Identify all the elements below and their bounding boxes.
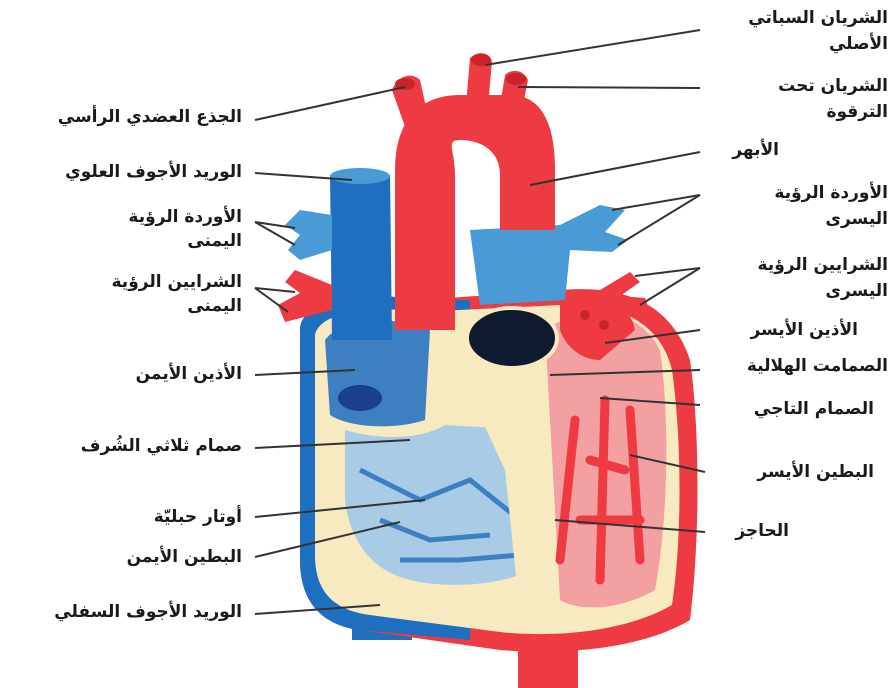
label-right-pulmonary-arteries-line1: الشرايين الرؤية bbox=[112, 270, 243, 294]
leader-left-brachiocephalic bbox=[255, 87, 405, 120]
label-left-subclavian-line1: الشريان تحت bbox=[778, 74, 888, 98]
leader-right-subclavian bbox=[518, 87, 700, 88]
label-left-subclavian-line2: الترقوة bbox=[826, 100, 888, 124]
label-left-pulmonary-veins-line2: اليسرى bbox=[825, 207, 888, 231]
label-tricuspid-valve: صمام ثلاثي الشُرف bbox=[81, 434, 242, 458]
label-superior-vena-cava: الوريد الأجوف العلوي bbox=[65, 160, 242, 184]
superior-vena-cava-top bbox=[330, 168, 390, 184]
label-septum: الحاجز bbox=[735, 519, 789, 543]
left-atrium-opening-1 bbox=[580, 310, 590, 320]
right-pulmonary-veins-shape bbox=[285, 210, 332, 260]
label-right-pulmonary-veins-line1: الأوردة الرؤية bbox=[128, 205, 242, 229]
label-inferior-vena-cava: الوريد الأجوف السفلي bbox=[54, 600, 242, 624]
leader-right-carotid bbox=[485, 30, 700, 65]
label-left-atrium: الأذين الأيسر bbox=[750, 318, 858, 342]
label-right-ventricle: البطين الأيمن bbox=[127, 545, 242, 569]
left-atrium-opening-2 bbox=[599, 320, 609, 330]
label-left-common-carotid-line1: الشريان السباتي bbox=[748, 6, 888, 30]
label-aorta: الأبهر bbox=[732, 138, 779, 162]
label-right-atrium: الأذين الأيمن bbox=[136, 362, 242, 386]
label-chordae-tendineae: أوتار حبليّة bbox=[154, 505, 242, 529]
label-brachiocephalic-trunk: الجذع العضدي الرأسي bbox=[58, 105, 242, 129]
label-right-pulmonary-arteries-line2: اليمنى bbox=[187, 294, 242, 318]
label-left-pulmonary-arteries-line1: الشرايين الرؤية bbox=[758, 253, 889, 277]
label-semilunar-valve: الصمامت الهلالية bbox=[747, 354, 888, 378]
label-left-pulmonary-arteries-line2: اليسرى bbox=[825, 279, 888, 303]
right-atrium-opening bbox=[338, 385, 382, 411]
label-left-ventricle: البطين الأيسر bbox=[757, 460, 874, 484]
label-left-pulmonary-veins-line1: الأوردة الرؤية bbox=[774, 181, 888, 205]
label-left-common-carotid-line2: الأصلي bbox=[829, 32, 888, 56]
label-mitral-valve: الصمام التاجي bbox=[754, 397, 874, 421]
left-subclavian-top bbox=[506, 73, 526, 85]
superior-vena-cava-shape bbox=[330, 175, 392, 340]
leader-right-aorta bbox=[530, 152, 700, 185]
label-right-pulmonary-veins-line2: اليمنى bbox=[187, 229, 242, 253]
